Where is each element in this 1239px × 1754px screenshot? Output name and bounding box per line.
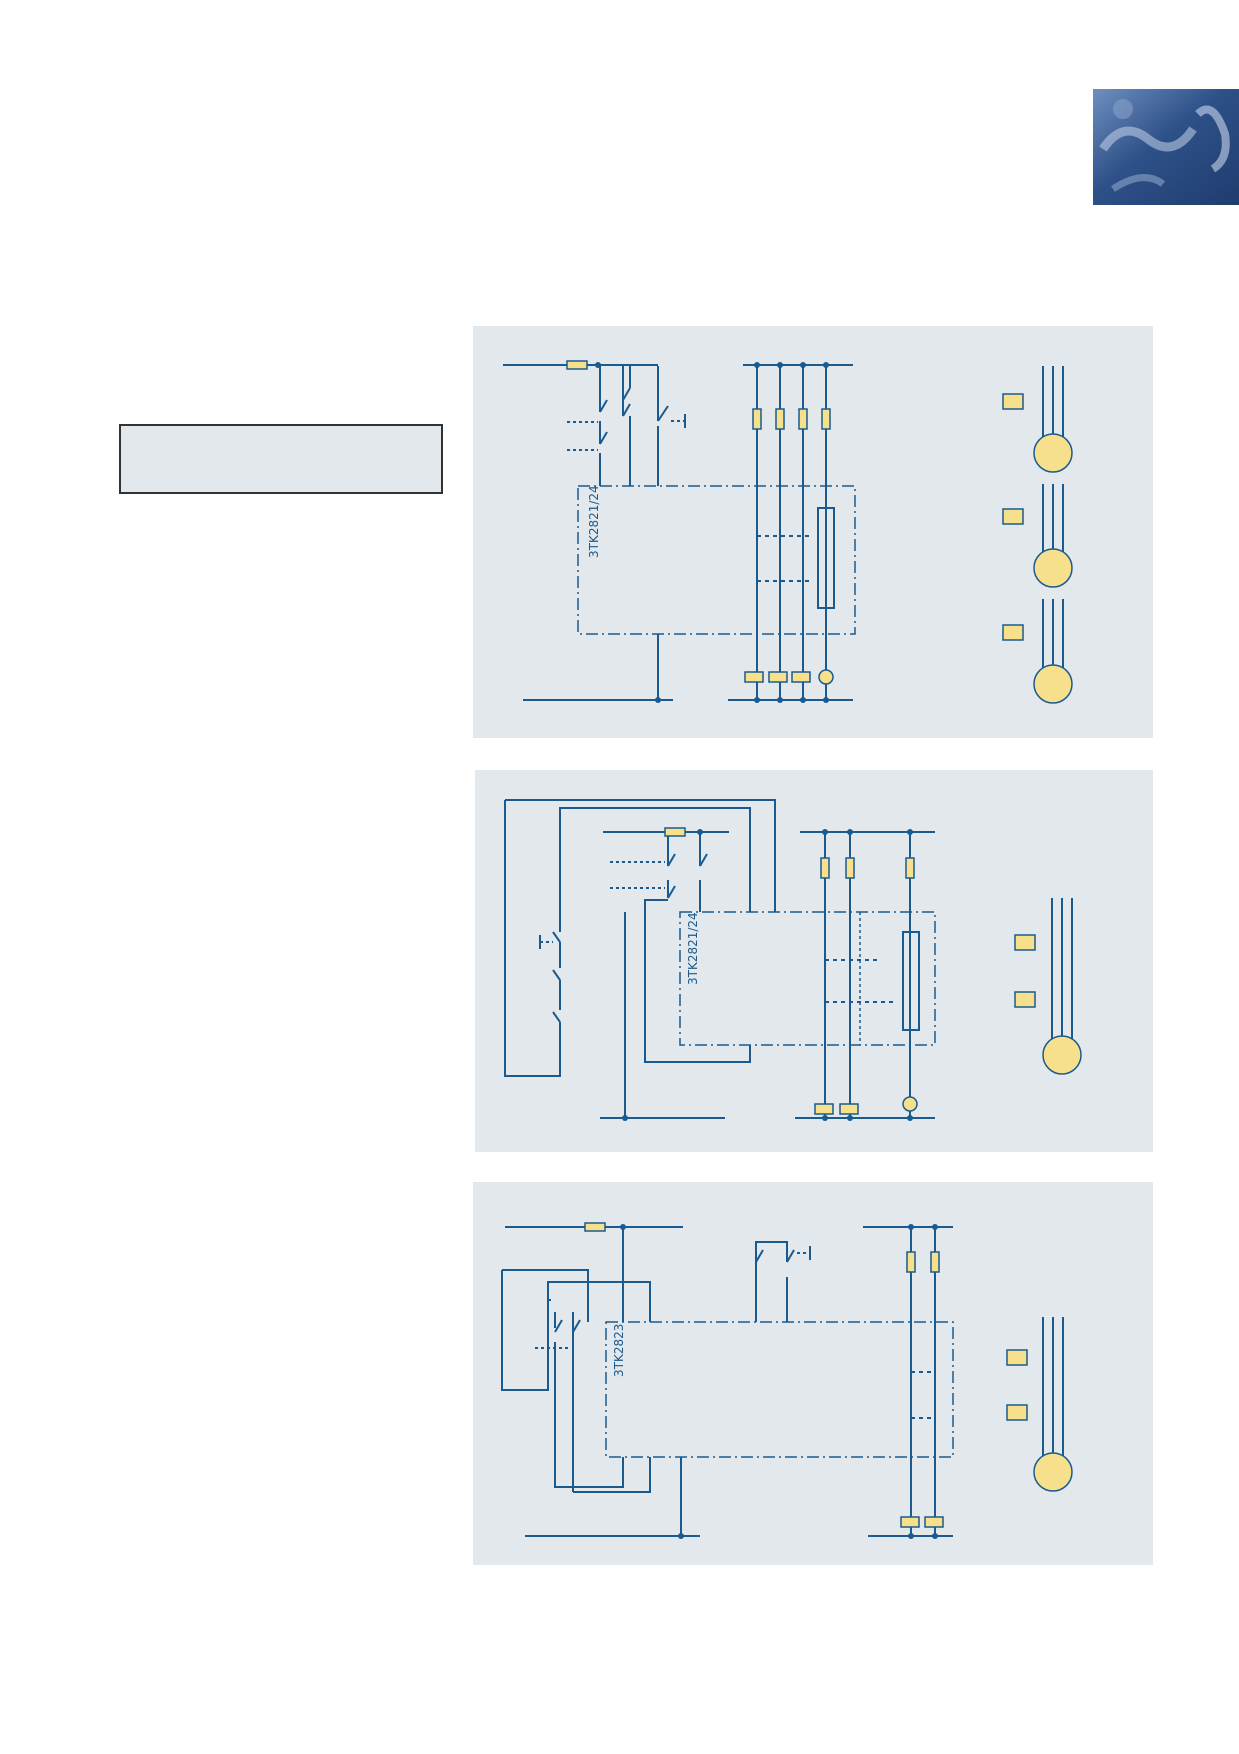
- circuit-diagram-1: 3TK2821/24: [473, 326, 1153, 738]
- device-label-1: 3TK2821/24: [587, 485, 601, 558]
- device-label-3: 3TK2823: [612, 1324, 626, 1377]
- circuit-diagram-3: 3TK2823: [473, 1182, 1153, 1565]
- device-label-2: 3TK2821/24: [686, 912, 700, 985]
- circuit-diagram-2: 3TK2821/24: [475, 770, 1153, 1152]
- corner-photo: [1093, 89, 1239, 205]
- caption-box: [119, 424, 443, 494]
